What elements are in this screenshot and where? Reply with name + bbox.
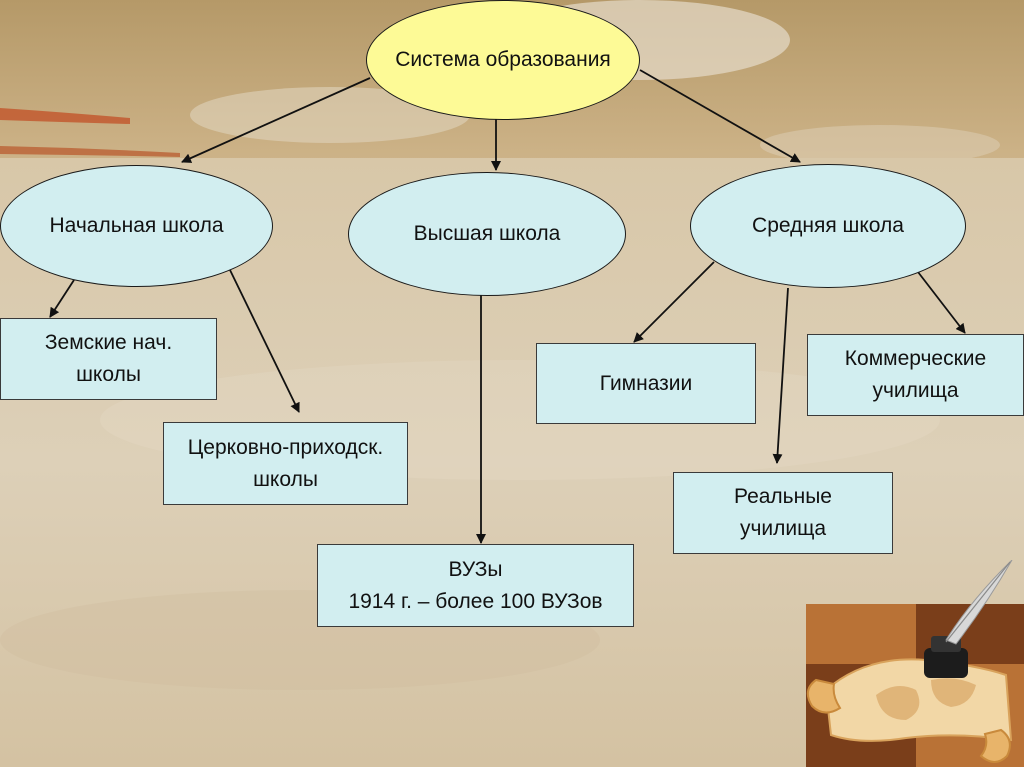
commercial-schools-box: Коммерческие училища — [807, 334, 1024, 416]
secondary-school-node: Средняя школа — [690, 164, 966, 288]
higher-school-node: Высшая школа — [348, 172, 626, 296]
zemskie-schools-box: Земские нач. школы — [0, 318, 217, 400]
zemskie-line-1: Земские нач. — [44, 331, 173, 354]
parish-line-1: Церковно-приходск. — [187, 435, 384, 459]
gymnasiums-line-1: Гимназии — [599, 371, 693, 395]
real-schools-box: Реальные училища — [673, 472, 893, 554]
higher-school-label: Высшая школа — [413, 222, 561, 245]
primary-school-node: Начальная школа — [0, 165, 273, 287]
quill-scroll-illustration — [806, 560, 1024, 767]
commercial-line-2: училища — [872, 379, 959, 402]
real-line-1: Реальные — [733, 485, 832, 508]
parish-line-2: школы — [253, 467, 318, 491]
primary-school-label: Начальная школа — [49, 214, 224, 237]
root-node: Система образования — [366, 0, 640, 120]
secondary-school-label: Средняя школа — [752, 214, 904, 237]
root-label: Система образования — [395, 48, 611, 71]
universities-box: ВУЗы 1914 г. – более 100 ВУЗов — [317, 544, 634, 627]
gymnasiums-box: Гимназии — [536, 343, 756, 424]
universities-line-1: ВУЗы — [448, 557, 503, 581]
universities-line-2: 1914 г. – более 100 ВУЗов — [348, 589, 603, 613]
commercial-line-1: Коммерческие — [844, 347, 987, 370]
real-line-2: училища — [739, 517, 827, 540]
parish-schools-box: Церковно-приходск. школы — [163, 422, 408, 505]
zemskie-line-2: школы — [76, 363, 141, 386]
